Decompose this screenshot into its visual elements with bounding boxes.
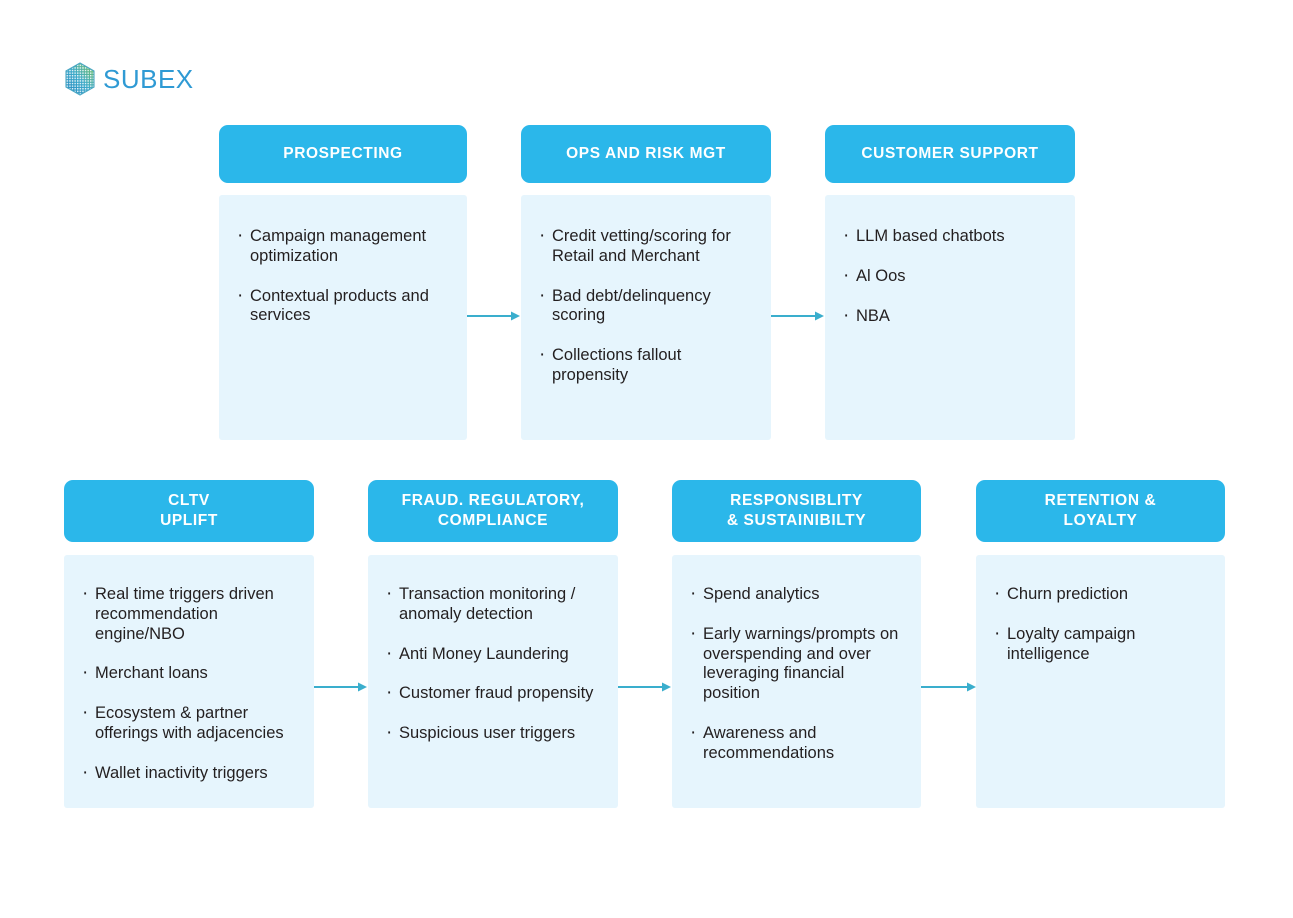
arrow-fraud-to-responsiblity-icon	[618, 679, 672, 700]
arrow-responsiblity-to-retention-icon	[921, 679, 977, 700]
card-title: RESPONSIBLITY & SUSTAINIBILTY	[727, 491, 866, 531]
list-item: Real time triggers driven recommendation…	[82, 583, 296, 644]
list-item: Al Oos	[843, 265, 1055, 288]
arrow-ops-to-customer-support-icon	[771, 308, 825, 329]
list-item: Merchant loans	[82, 662, 296, 685]
list-item: Customer fraud propensity	[386, 682, 600, 705]
card-title: CUSTOMER SUPPORT	[861, 144, 1039, 162]
bullet-list: Transaction monitoring / anomaly detecti…	[386, 583, 600, 745]
card-title: PROSPECTING	[283, 144, 403, 162]
card-body-retention-loyalty: Churn prediction Loyalty campaign intell…	[976, 555, 1225, 808]
list-item: LLM based chatbots	[843, 225, 1055, 248]
list-item: Campaign management optimization	[237, 225, 447, 267]
card-prospecting[interactable]: PROSPECTING Campaign management optimiza…	[219, 125, 467, 440]
list-item: Suspicious user triggers	[386, 722, 600, 745]
card-header-cltv-uplift: CLTV UPLIFT	[64, 480, 314, 542]
list-item: Contextual products and services	[237, 285, 447, 327]
bullet-list: Spend analytics Early warnings/prompts o…	[690, 583, 903, 764]
card-ops-and-risk-mgt[interactable]: OPS AND RISK MGT Credit vetting/scoring …	[521, 125, 771, 440]
card-fraud-regulatory-compliance[interactable]: FRAUD. REGULATORY, COMPLIANCE Transactio…	[368, 480, 618, 808]
subex-hexagon-logo-icon	[64, 62, 96, 96]
card-body-fraud-regulatory-compliance: Transaction monitoring / anomaly detecti…	[368, 555, 618, 808]
card-title-line-2: & SUSTAINIBILTY	[726, 512, 867, 529]
list-item: Collections fallout propensity	[539, 344, 751, 386]
list-item: Ecosystem & partner offerings with adjac…	[82, 702, 296, 744]
card-body-ops-and-risk-mgt: Credit vetting/scoring for Retail and Me…	[521, 195, 771, 440]
card-header-customer-support: CUSTOMER SUPPORT	[825, 125, 1075, 183]
brand-wordmark: SUBEX	[103, 64, 194, 94]
card-title: FRAUD. REGULATORY, COMPLIANCE	[402, 491, 585, 531]
card-body-customer-support: LLM based chatbots Al Oos NBA	[825, 195, 1075, 440]
card-title-line-1: RETENTION &	[1044, 491, 1157, 509]
list-item: Bad debt/delinquency scoring	[539, 285, 751, 327]
list-item: Awareness and recommendations	[690, 722, 903, 764]
brand-logo: SUBEX	[64, 62, 194, 96]
card-title-line-1: FRAUD. REGULATORY,	[401, 491, 585, 509]
list-item: Early warnings/prompts on overspending a…	[690, 623, 903, 704]
list-item: Loyalty campaign intelligence	[994, 623, 1207, 665]
list-item: Credit vetting/scoring for Retail and Me…	[539, 225, 751, 267]
card-body-prospecting: Campaign management optimization Context…	[219, 195, 467, 440]
list-item: Anti Money Laundering	[386, 643, 600, 666]
bullet-list: Campaign management optimization Context…	[237, 225, 447, 327]
card-title-line-2: UPLIFT	[160, 512, 218, 529]
card-cltv-uplift[interactable]: CLTV UPLIFT Real time triggers driven re…	[64, 480, 314, 808]
arrow-cltv-to-fraud-icon	[314, 679, 368, 700]
arrow-prospecting-to-ops-icon	[467, 308, 521, 329]
card-title-line-2: LOYALTY	[1063, 512, 1138, 529]
bullet-list: Churn prediction Loyalty campaign intell…	[994, 583, 1207, 665]
list-item: Churn prediction	[994, 583, 1207, 606]
card-body-responsiblity-sustainibilty: Spend analytics Early warnings/prompts o…	[672, 555, 921, 808]
list-item: NBA	[843, 305, 1055, 328]
bullet-list: Credit vetting/scoring for Retail and Me…	[539, 225, 751, 386]
card-title: RETENTION & LOYALTY	[1045, 491, 1157, 531]
card-retention-loyalty[interactable]: RETENTION & LOYALTY Churn prediction Loy…	[976, 480, 1225, 808]
card-header-fraud-regulatory-compliance: FRAUD. REGULATORY, COMPLIANCE	[368, 480, 618, 542]
list-item: Spend analytics	[690, 583, 903, 606]
card-customer-support[interactable]: CUSTOMER SUPPORT LLM based chatbots Al O…	[825, 125, 1075, 440]
card-header-retention-loyalty: RETENTION & LOYALTY	[976, 480, 1225, 542]
card-title: OPS AND RISK MGT	[566, 144, 726, 162]
card-title-line-2: COMPLIANCE	[437, 512, 549, 529]
list-item: Transaction monitoring / anomaly detecti…	[386, 583, 600, 625]
card-title-line-1: RESPONSIBLITY	[730, 491, 863, 509]
card-title: CLTV UPLIFT	[160, 491, 218, 531]
card-header-responsiblity-sustainibilty: RESPONSIBLITY & SUSTAINIBILTY	[672, 480, 921, 542]
card-responsiblity-sustainibilty[interactable]: RESPONSIBLITY & SUSTAINIBILTY Spend anal…	[672, 480, 921, 808]
card-header-ops-and-risk-mgt: OPS AND RISK MGT	[521, 125, 771, 183]
card-header-prospecting: PROSPECTING	[219, 125, 467, 183]
card-title-line-1: CLTV	[168, 491, 210, 509]
card-body-cltv-uplift: Real time triggers driven recommendation…	[64, 555, 314, 808]
bullet-list: LLM based chatbots Al Oos NBA	[843, 225, 1055, 328]
bullet-list: Real time triggers driven recommendation…	[82, 583, 296, 785]
list-item: Wallet inactivity triggers	[82, 762, 296, 785]
